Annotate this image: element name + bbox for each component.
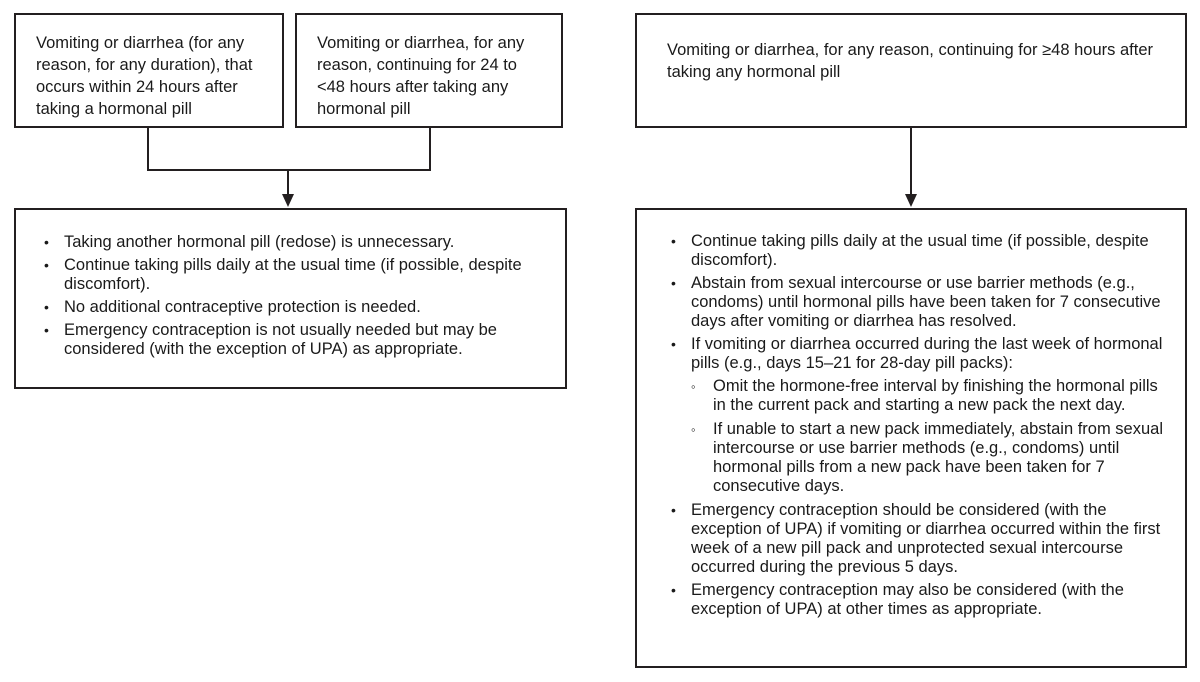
connector-left-b [429, 128, 431, 171]
arrowhead-left [282, 194, 294, 207]
list-item: If vomiting or diarrhea occurred during … [657, 335, 1171, 496]
condition-text-48h-or-more: Vomiting or diarrhea, for any reason, co… [667, 41, 1153, 81]
connector-right-down [910, 128, 912, 195]
list-item: Emergency contraception may also be cons… [657, 581, 1171, 619]
list-item: Emergency contraception is not usually n… [30, 321, 551, 359]
condition-box-24-to-48h: Vomiting or diarrhea, for any reason, co… [295, 13, 563, 128]
recommendation-box-left: Taking another hormonal pill (redose) is… [14, 208, 567, 389]
sub-list: Omit the hormone-free interval by finish… [691, 377, 1171, 496]
list-item: Continue taking pills daily at the usual… [657, 232, 1171, 270]
recommendation-list-left: Taking another hormonal pill (redose) is… [30, 233, 551, 359]
condition-text-24-to-48h: Vomiting or diarrhea, for any reason, co… [317, 34, 525, 118]
list-item: Emergency contraception should be consid… [657, 501, 1171, 577]
condition-text-within-24h: Vomiting or diarrhea (for any reason, fo… [36, 34, 253, 118]
condition-box-within-24h: Vomiting or diarrhea (for any reason, fo… [14, 13, 284, 128]
list-item: Taking another hormonal pill (redose) is… [30, 233, 551, 252]
list-item: No additional contraceptive protection i… [30, 298, 551, 317]
connector-left-a [147, 128, 149, 171]
sub-list-item: If unable to start a new pack immediatel… [691, 420, 1171, 496]
list-item: Abstain from sexual intercourse or use b… [657, 274, 1171, 331]
recommendation-box-right: Continue taking pills daily at the usual… [635, 208, 1187, 668]
connector-left-down [287, 169, 289, 195]
recommendation-list-right: Continue taking pills daily at the usual… [657, 232, 1171, 619]
list-item: Continue taking pills daily at the usual… [30, 256, 551, 294]
list-item-text: If vomiting or diarrhea occurred during … [691, 335, 1163, 372]
condition-box-48h-or-more: Vomiting or diarrhea, for any reason, co… [635, 13, 1187, 128]
connector-left-join [147, 169, 431, 171]
arrowhead-right [905, 194, 917, 207]
sub-list-item: Omit the hormone-free interval by finish… [691, 377, 1171, 415]
